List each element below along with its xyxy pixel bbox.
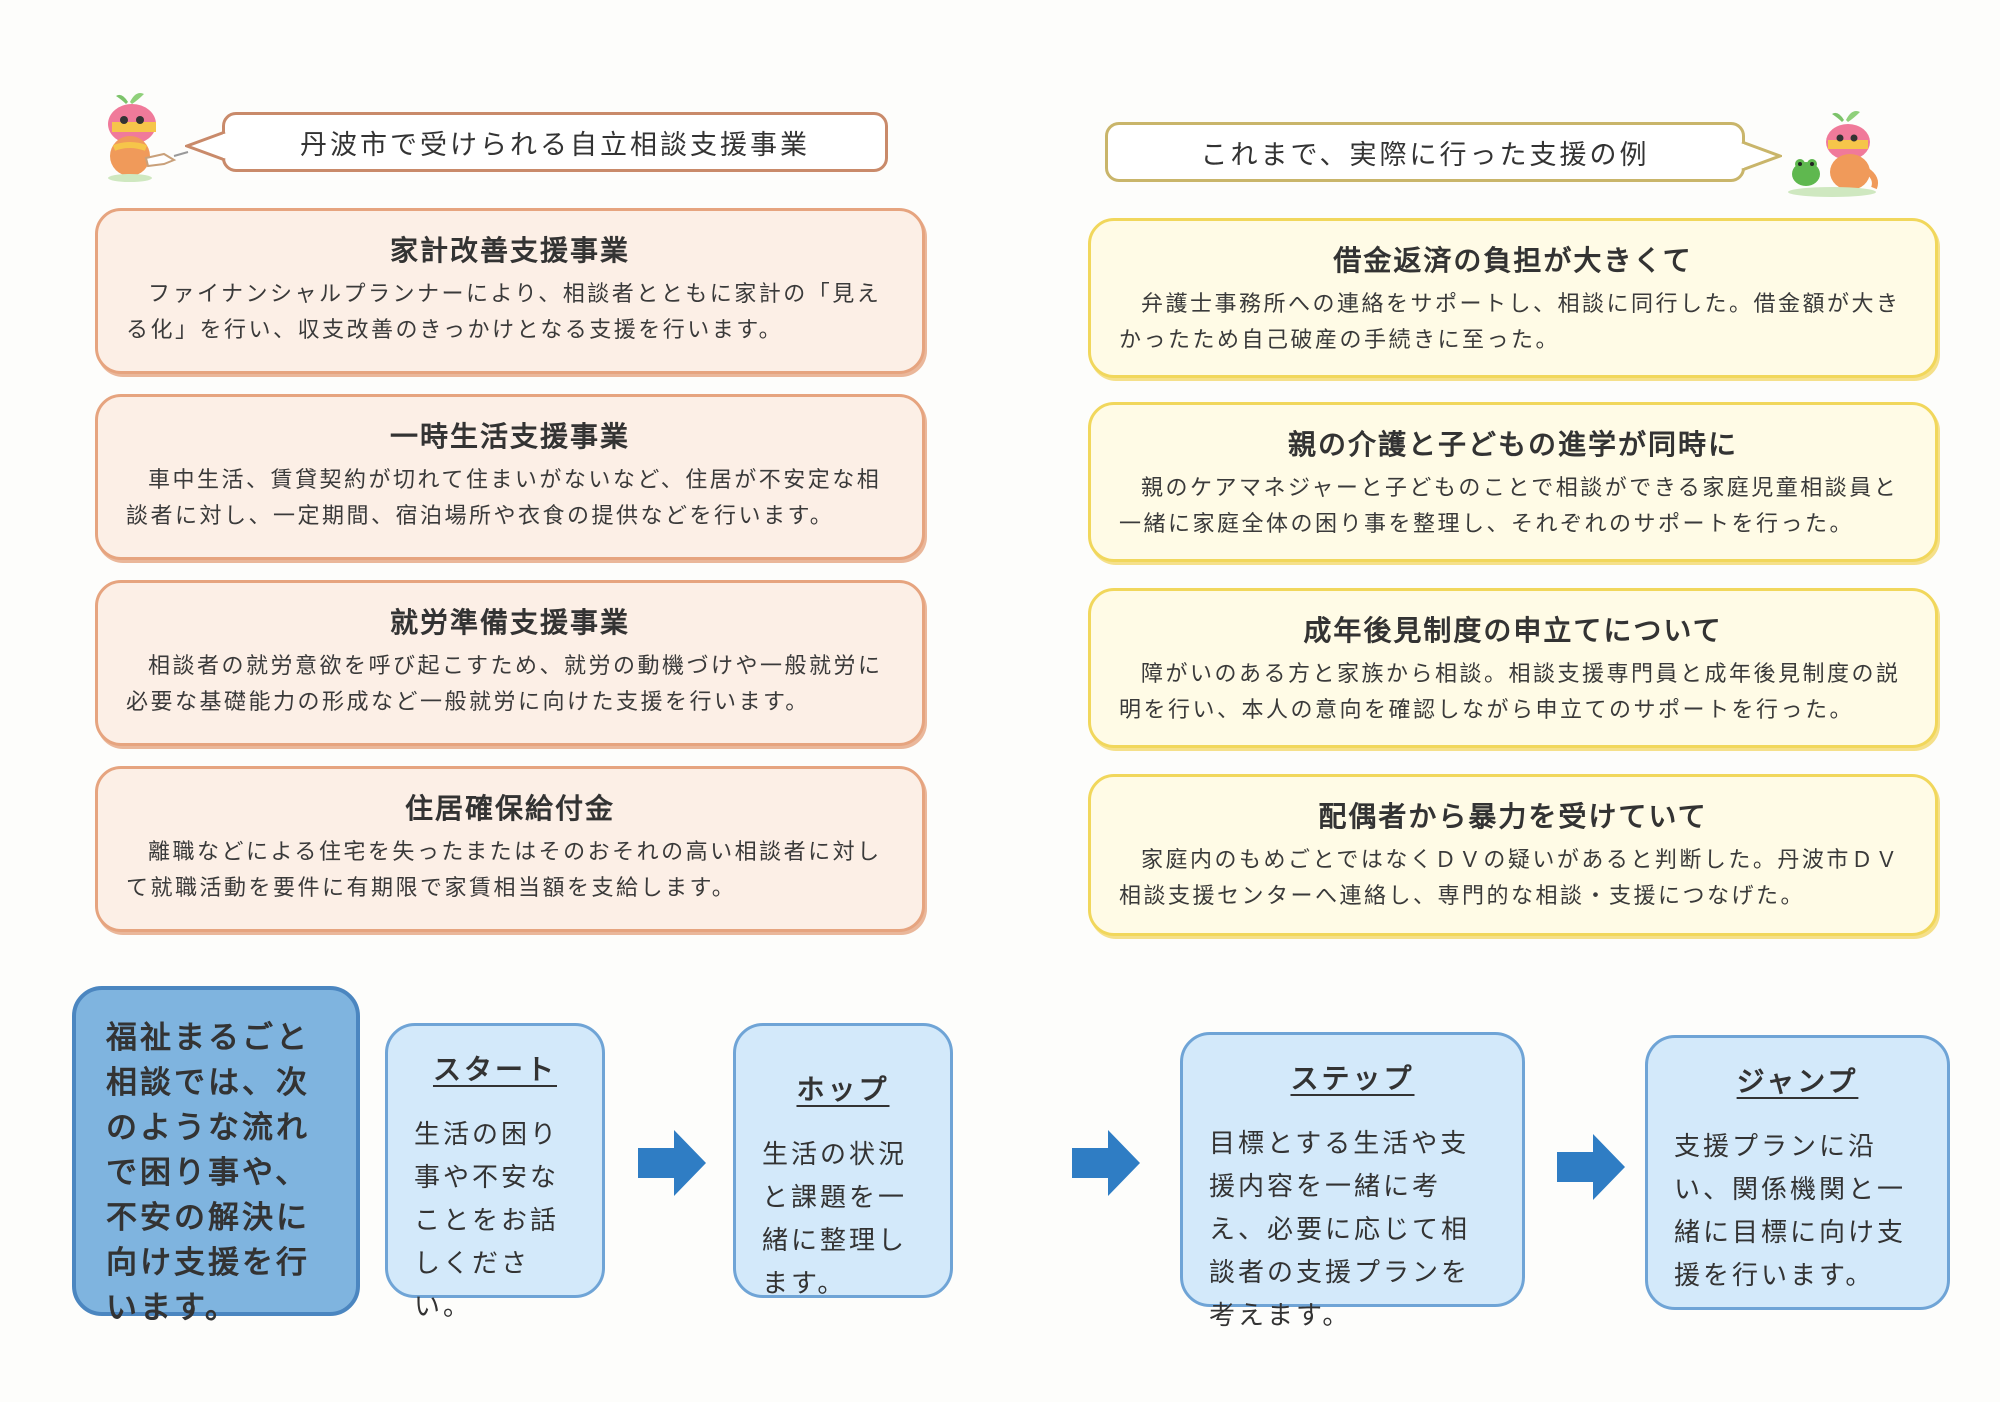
left-card-4: 住居確保給付金 離職などによる住宅を失ったまたはそのおそれの高い相談者に対して就… bbox=[95, 766, 925, 932]
card-title: 家計改善支援事業 bbox=[389, 234, 630, 267]
step-body: 生活の困り事や不安なことをお話しください。 bbox=[414, 1120, 560, 1322]
card-body: ファイナンシャルプランナーにより、相談者とともに家計の「見える化」を行い、収支改… bbox=[126, 282, 882, 343]
right-card-1: 借金返済の負担が大きくて 弁護士事務所への連絡をサポートし、相談に同行した。借金… bbox=[1088, 218, 1938, 378]
step-step: ステップ 目標とする生活や支援内容を一緒に考え、必要に応じて相談者の支援プランを… bbox=[1180, 1032, 1525, 1331]
left-section-heading: 丹波市で受けられる自立相談支援事業 bbox=[222, 112, 888, 172]
card-body: 親のケアマネジャーと子どものことで相談ができる家庭児童相談員と一緒に家庭全体の困… bbox=[1119, 476, 1899, 537]
card-title: 借金返済の負担が大きくて bbox=[1333, 244, 1693, 277]
left-card-3: 就労準備支援事業 相談者の就労意欲を呼び起こすため、就労の動機づけや一般就労に必… bbox=[95, 580, 925, 746]
step-title: スタート bbox=[432, 1053, 557, 1086]
card-body: 相談者の就労意欲を呼び起こすため、就労の動機づけや一般就労に必要な基礎能力の形成… bbox=[126, 654, 883, 715]
left-card-1: 家計改善支援事業 ファイナンシャルプランナーにより、相談者とともに家計の「見える… bbox=[95, 208, 925, 374]
card-body: 家庭内のもめごとではなくＤＶの疑いがあると判断した。丹波市ＤＶ相談支援センターへ… bbox=[1119, 848, 1900, 909]
card-body: 離職などによる住宅を失ったまたはそのおそれの高い相談者に対して就職活動を要件に有… bbox=[126, 840, 882, 901]
card-title: 就労準備支援事業 bbox=[389, 606, 630, 639]
arrow-right-icon bbox=[638, 1130, 706, 1196]
card-body: 障がいのある方と家族から相談。相談支援専門員と成年後見制度の説明を行い、本人の意… bbox=[1119, 662, 1901, 723]
step-title: ホップ bbox=[796, 1073, 890, 1106]
card-body: 弁護士事務所への連絡をサポートし、相談に同行した。借金額が大きかったため自己破産… bbox=[1119, 292, 1901, 353]
right-card-2: 親の介護と子どもの進学が同時に 親のケアマネジャーと子どものことで相談ができる家… bbox=[1088, 402, 1938, 562]
mascot-with-frog-icon bbox=[1788, 111, 1878, 197]
step-hop: ホップ 生活の状況と課題を一緒に整理します。 bbox=[733, 1023, 953, 1299]
step-title: ステップ bbox=[1290, 1062, 1415, 1095]
step-jump: ジャンプ 支援プランに沿い、関係機関と一緒に目標に向け支援を行います。 bbox=[1645, 1035, 1950, 1310]
card-title: 住居確保給付金 bbox=[404, 792, 615, 825]
step-start: スタート 生活の困り事や不安なことをお話しください。 bbox=[385, 1023, 605, 1322]
card-title: 一時生活支援事業 bbox=[389, 420, 630, 453]
flow-intro-text: 福祉まるごと相談では、次のような流れで困り事や、不安の解決に向け支援を行います。 bbox=[106, 1020, 310, 1326]
left-heading-text: 丹波市で受けられる自立相談支援事業 bbox=[300, 129, 810, 161]
card-title: 成年後見制度の申立てについて bbox=[1303, 614, 1723, 647]
right-section-heading: これまで、実際に行った支援の例 bbox=[1105, 122, 1745, 182]
step-body: 支援プランに沿い、関係機関と一緒に目標に向け支援を行います。 bbox=[1674, 1132, 1907, 1291]
mascot-pointing-icon bbox=[108, 93, 189, 182]
step-title: ジャンプ bbox=[1736, 1065, 1859, 1098]
card-body: 車中生活、賃貸契約が切れて住まいがないなど、住居が不安定な相談者に対し、一定期間… bbox=[126, 468, 882, 529]
step-body: 生活の状況と課題を一緒に整理します。 bbox=[762, 1140, 908, 1299]
right-card-4: 配偶者から暴力を受けていて 家庭内のもめごとではなくＤＶの疑いがあると判断した。… bbox=[1088, 774, 1938, 936]
step-body: 目標とする生活や支援内容を一緒に考え、必要に応じて相談者の支援プランを考えます。 bbox=[1209, 1129, 1471, 1331]
flow-intro: 福祉まるごと相談では、次のような流れで困り事や、不安の解決に向け支援を行います。 bbox=[72, 986, 360, 1326]
left-heading-tail bbox=[185, 130, 227, 162]
card-title: 親の介護と子どもの進学が同時に bbox=[1287, 428, 1738, 461]
right-heading-tail bbox=[1740, 140, 1782, 172]
left-card-2: 一時生活支援事業 車中生活、賃貸契約が切れて住まいがないなど、住居が不安定な相談… bbox=[95, 394, 925, 560]
arrow-right-icon bbox=[1072, 1130, 1140, 1196]
card-title: 配偶者から暴力を受けていて bbox=[1318, 800, 1708, 833]
right-heading-text: これまで、実際に行った支援の例 bbox=[1200, 139, 1650, 171]
arrow-right-icon bbox=[1557, 1134, 1625, 1200]
right-card-3: 成年後見制度の申立てについて 障がいのある方と家族から相談。相談支援専門員と成年… bbox=[1088, 588, 1938, 748]
